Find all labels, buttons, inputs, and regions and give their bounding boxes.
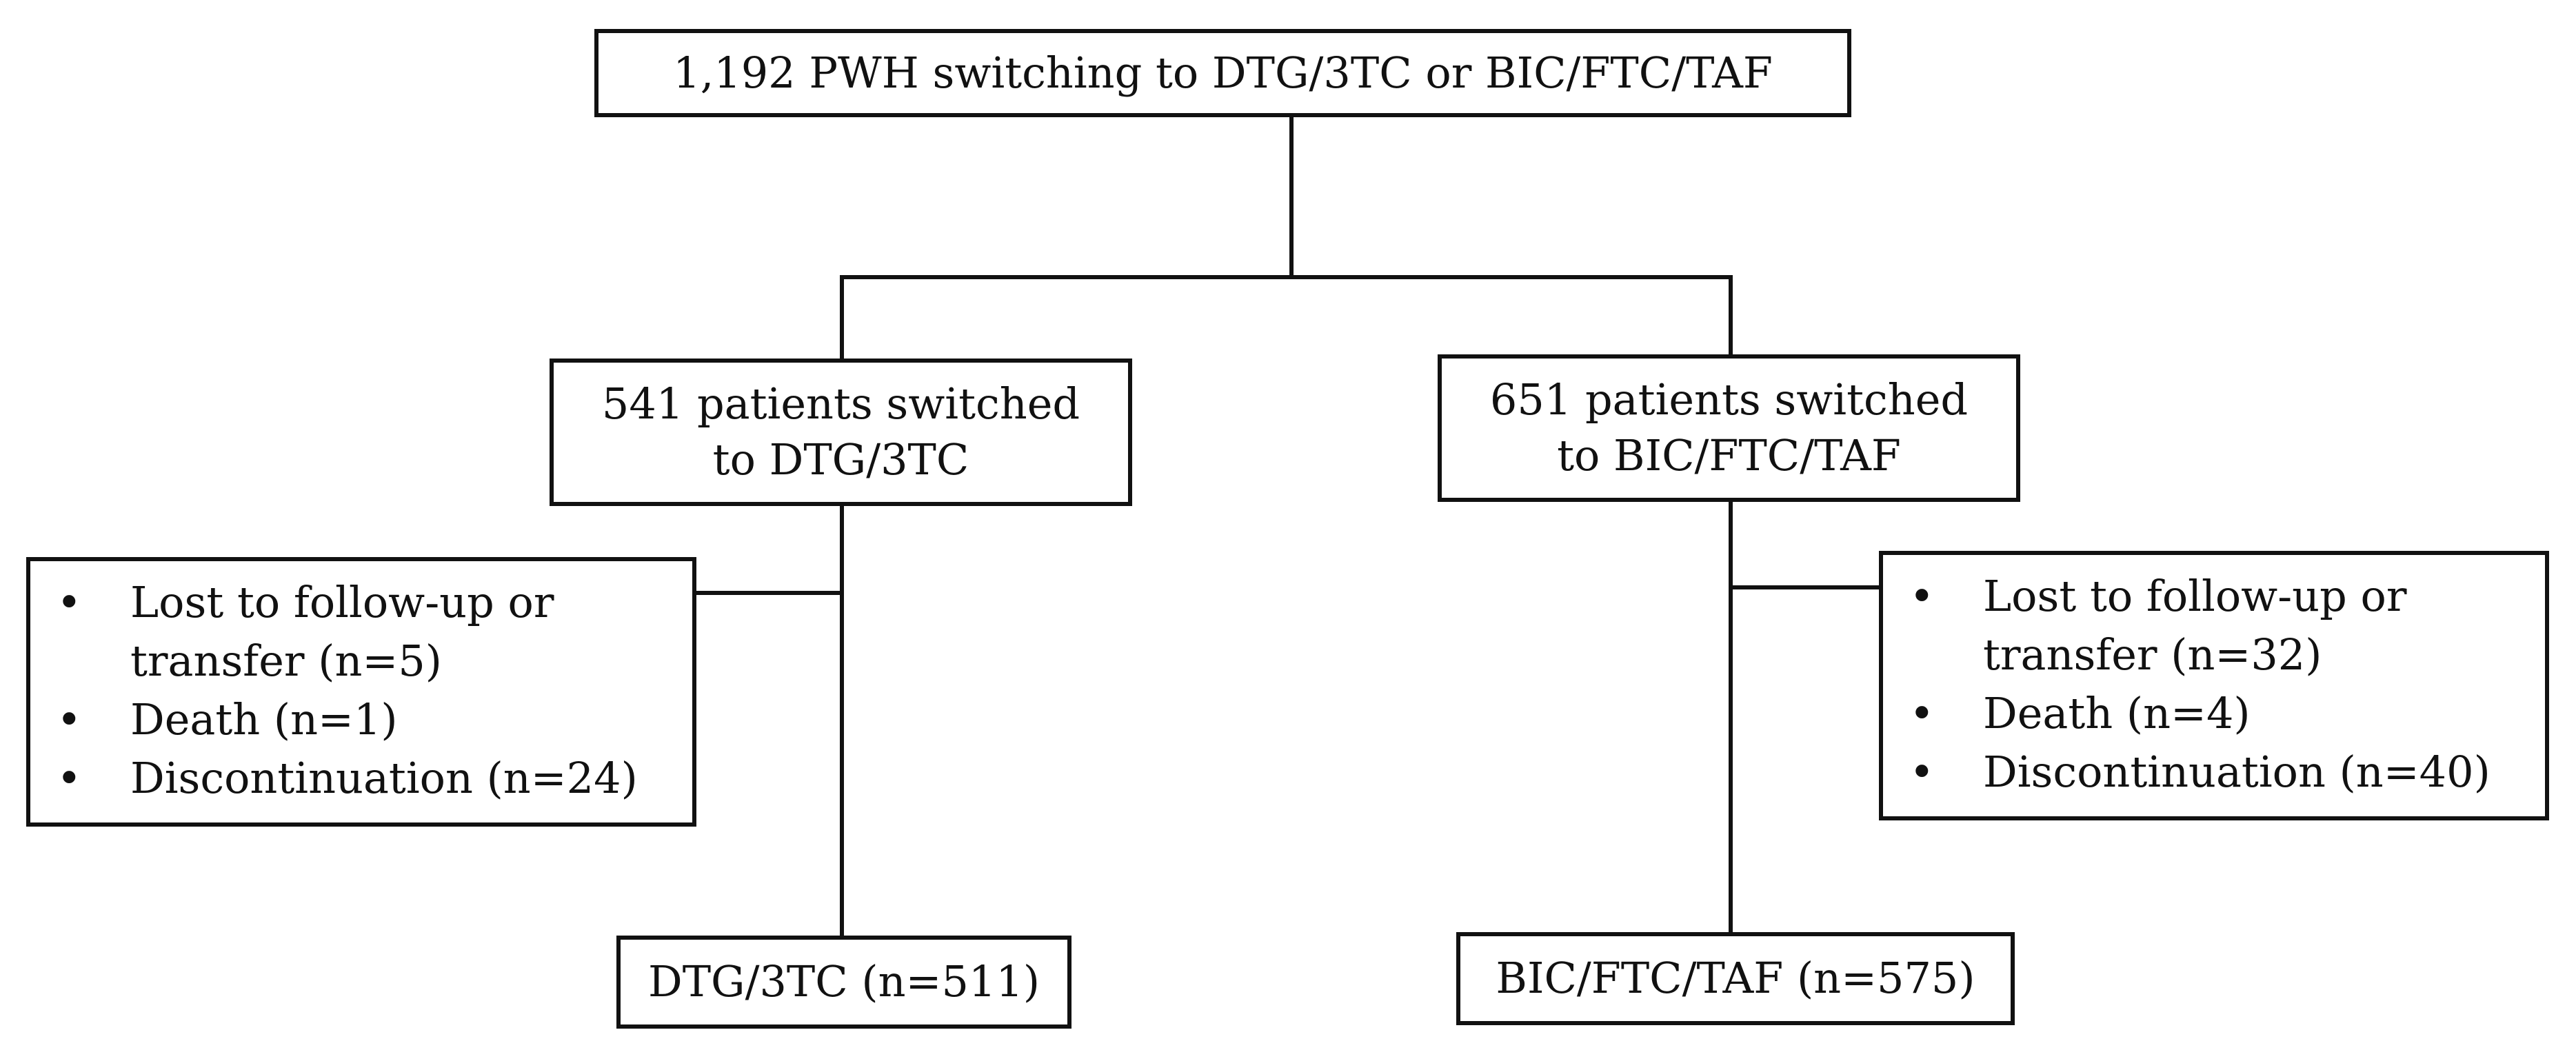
exclusion-item: Discontinuation (n=40) — [1904, 743, 2531, 802]
dtg-3tc-exclusions-list: Lost to follow-up or transfer (n=5) Deat… — [51, 574, 678, 808]
bic-ftc-taf-final-box: BIC/FTC/TAF (n=575) — [1456, 932, 2015, 1025]
bic-ftc-taf-group-line1: 651 patients switched — [1489, 374, 1969, 425]
bic-ftc-taf-exclusions-list: Lost to follow-up or transfer (n=32) Dea… — [1904, 567, 2531, 802]
dtg-3tc-final-label: DTG/3TC (n=511) — [647, 956, 1040, 1007]
dtg-3tc-group-line2: to DTG/3TC — [712, 434, 969, 485]
total-patients-box: 1,192 PWH switching to DTG/3TC or BIC/FT… — [594, 29, 1851, 117]
dtg-3tc-final-box: DTG/3TC (n=511) — [616, 936, 1071, 1029]
bic-ftc-taf-final-label: BIC/FTC/TAF (n=575) — [1496, 953, 1975, 1004]
exclusion-item: Death (n=1) — [51, 691, 678, 749]
dtg-3tc-group-box: 541 patients switched to DTG/3TC — [550, 359, 1132, 506]
exclusion-item: Lost to follow-up or transfer (n=5) — [51, 574, 678, 691]
bic-ftc-taf-exclusions-box: Lost to follow-up or transfer (n=32) Dea… — [1879, 551, 2549, 820]
dtg-3tc-group-line1: 541 patients switched — [601, 378, 1080, 430]
bic-ftc-taf-group-box: 651 patients switched to BIC/FTC/TAF — [1438, 354, 2020, 502]
total-patients-label: 1,192 PWH switching to DTG/3TC or BIC/FT… — [673, 47, 1773, 98]
bic-ftc-taf-group-line2: to BIC/FTC/TAF — [1557, 430, 1901, 481]
exclusion-item: Death (n=4) — [1904, 685, 2531, 743]
exclusion-item: Discontinuation (n=24) — [51, 749, 678, 808]
dtg-3tc-exclusions-box: Lost to follow-up or transfer (n=5) Deat… — [26, 557, 696, 827]
exclusion-item: Lost to follow-up or transfer (n=32) — [1904, 567, 2531, 685]
